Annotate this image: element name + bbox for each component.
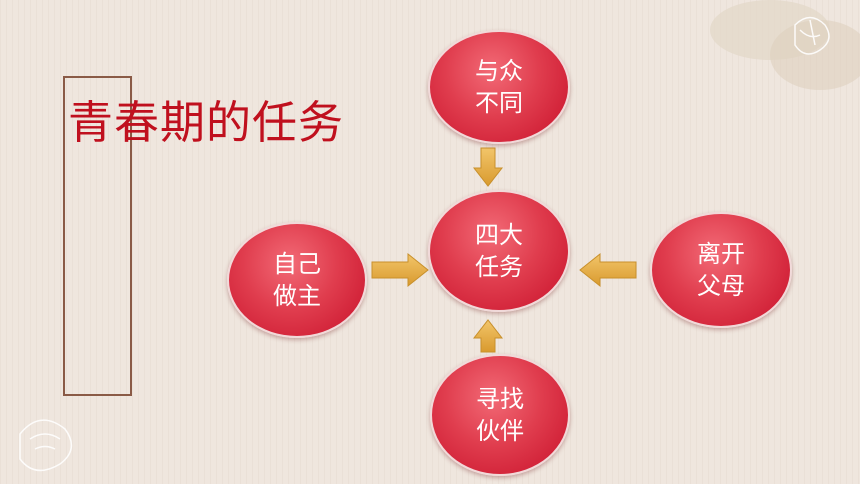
node-top-line2: 不同 bbox=[475, 89, 523, 117]
node-center-line2: 任务 bbox=[475, 253, 523, 281]
page-title: 青春期的任务 bbox=[68, 96, 345, 149]
node-left-line2: 做主 bbox=[273, 282, 321, 310]
node-right: 离开 父母 bbox=[650, 212, 792, 328]
arrow-up-icon bbox=[472, 319, 504, 353]
node-center-line1: 四大 bbox=[475, 221, 523, 249]
node-bottom-line1: 寻找 bbox=[476, 385, 524, 413]
node-right-line1: 离开 bbox=[697, 240, 745, 268]
node-top: 与众 不同 bbox=[428, 30, 570, 144]
node-left-line1: 自己 bbox=[273, 250, 321, 278]
arrow-down-icon bbox=[472, 147, 504, 187]
flower-decoration-top-right bbox=[710, 0, 860, 90]
arrow-left-icon bbox=[579, 252, 637, 288]
node-top-line1: 与众 bbox=[475, 57, 523, 85]
arrow-right-icon bbox=[371, 252, 429, 288]
title-frame bbox=[63, 76, 132, 396]
node-bottom-line2: 伙伴 bbox=[476, 417, 524, 445]
flower-decoration-bottom-left bbox=[19, 419, 73, 472]
node-left: 自己 做主 bbox=[227, 222, 367, 338]
node-right-line2: 父母 bbox=[697, 272, 745, 300]
node-bottom: 寻找 伙伴 bbox=[430, 354, 570, 476]
node-center: 四大 任务 bbox=[428, 190, 570, 312]
